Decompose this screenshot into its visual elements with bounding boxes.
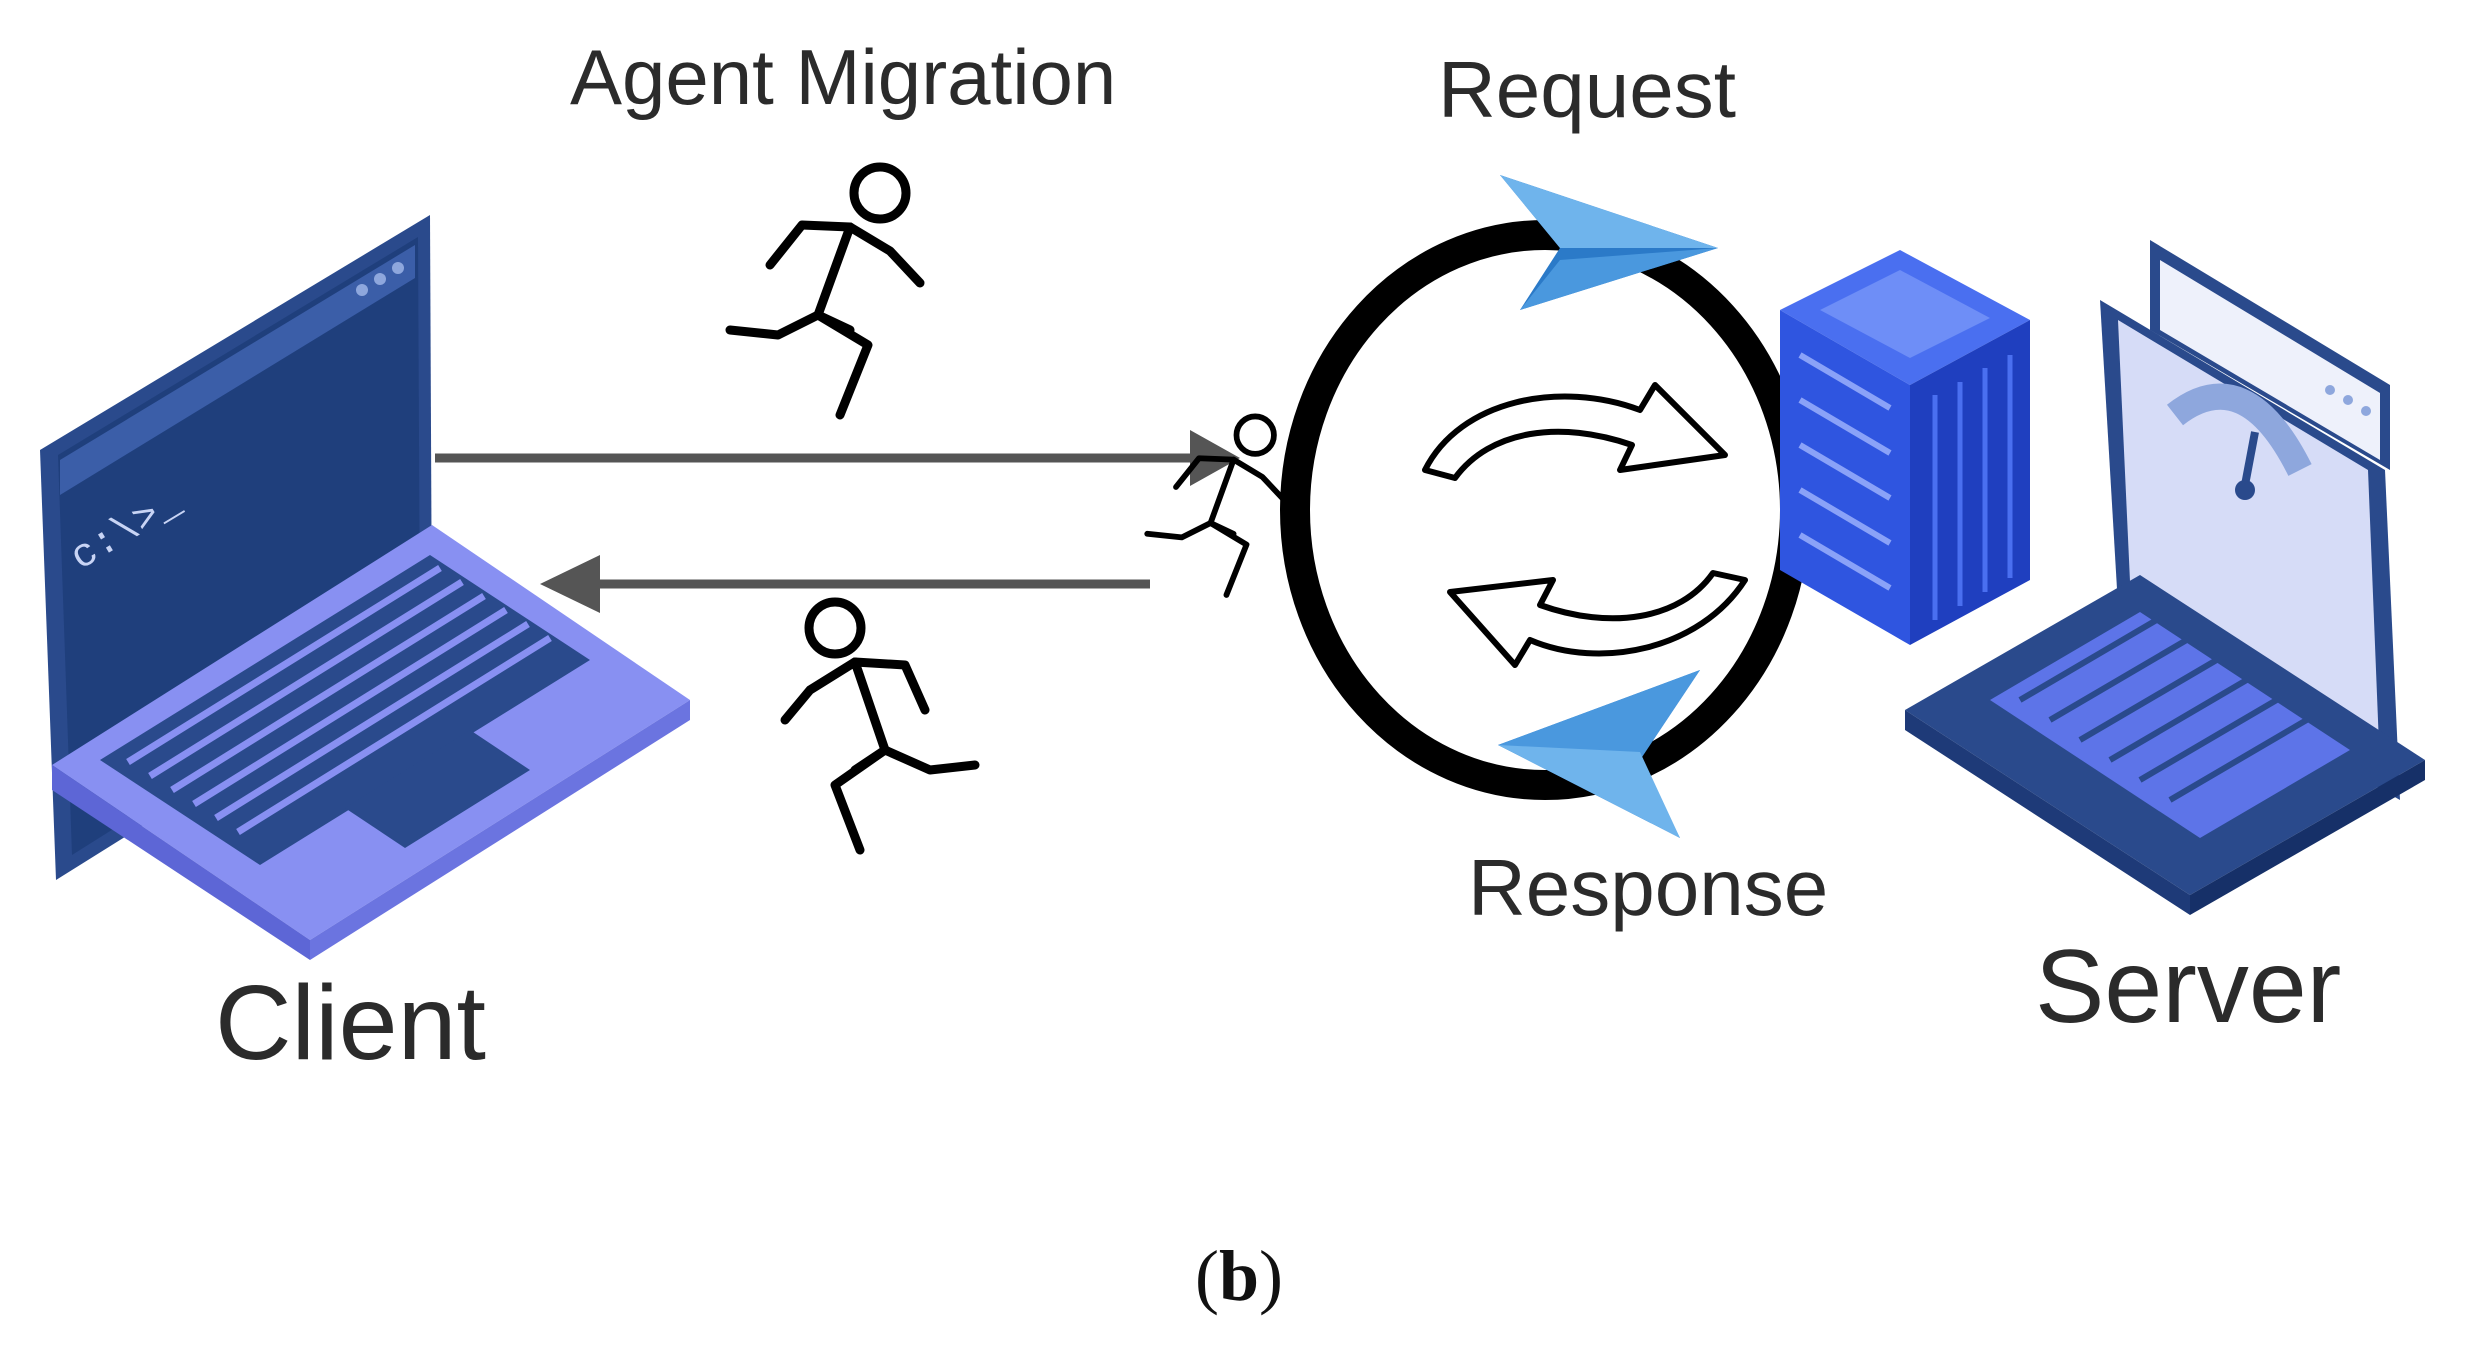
running-agent-icon	[1144, 413, 1287, 598]
running-agent-icon	[725, 162, 925, 420]
cycle-ring-icon	[1280, 220, 1810, 800]
return-arrow	[540, 555, 1150, 613]
server-label: Server	[2035, 929, 2342, 1045]
running-agent-icon	[780, 597, 980, 855]
agent-migration-label: Agent Migration	[570, 33, 1117, 121]
request-arrow	[435, 430, 1240, 486]
client-label: Client	[215, 964, 487, 1082]
server-laptop-icon	[1905, 240, 2425, 915]
gauge-icon	[2166, 383, 2312, 500]
caption-close: )	[1259, 1236, 1283, 1316]
cycle-arrows-icon	[1422, 382, 1748, 668]
caption-letter: b	[1218, 1236, 1260, 1316]
figure-caption: (b)	[0, 1235, 2478, 1318]
request-label: Request	[1438, 45, 1736, 134]
response-label: Response	[1468, 843, 1829, 932]
response-paper-plane-icon	[1498, 670, 1700, 838]
request-paper-plane-icon	[1500, 175, 1718, 310]
caption-open: (	[1194, 1236, 1219, 1316]
client-laptop-icon: c:\>_	[40, 215, 690, 960]
server-rack-icon	[1780, 250, 2030, 645]
